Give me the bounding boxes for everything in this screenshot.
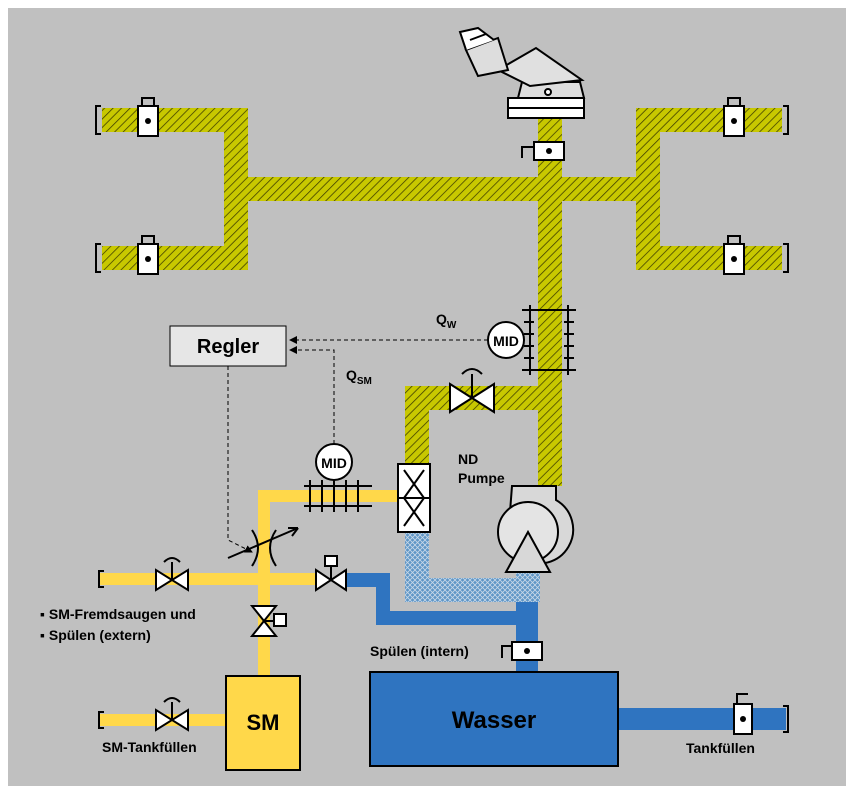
sm-external-label-line1: ▪ SM-Fremdsaugen und bbox=[40, 606, 196, 622]
gate-valve-icon bbox=[155, 697, 189, 732]
throttle-valve-icon bbox=[227, 527, 299, 567]
hose-coupling-icon bbox=[137, 97, 159, 137]
suction-line bbox=[405, 530, 540, 602]
hose-coupling-icon bbox=[137, 235, 159, 275]
flow-label-water: QW bbox=[436, 311, 457, 331]
controller-box: Regler bbox=[169, 325, 287, 367]
sm-tank-label: SM bbox=[247, 710, 280, 735]
hose-coupling-icon bbox=[733, 693, 753, 735]
control-valve-icon bbox=[315, 555, 347, 592]
sm-tank-fill-label: SM-Tankfüllen bbox=[102, 739, 197, 755]
gate-valve-icon bbox=[449, 368, 495, 414]
nd-pump-label-line2: Pumpe bbox=[458, 470, 505, 486]
controller-label: Regler bbox=[197, 336, 259, 358]
water-monitor-icon bbox=[458, 26, 586, 119]
tank-fill-label: Tankfüllen bbox=[686, 740, 755, 756]
sm-tank bbox=[225, 675, 301, 771]
hose-coupling-icon bbox=[723, 97, 745, 137]
flowmeter-water: MID bbox=[487, 305, 576, 375]
sm-pipe-network bbox=[100, 490, 400, 726]
mid-label-water: MID bbox=[493, 333, 519, 349]
gate-valve-icon bbox=[155, 557, 189, 592]
mid-label-sm: MID bbox=[321, 455, 347, 471]
water-tank bbox=[369, 671, 619, 767]
water-distribution-network bbox=[102, 108, 782, 486]
internal-flush-label: Spülen (intern) bbox=[370, 643, 469, 659]
flow-label-sm: QSM bbox=[346, 367, 372, 387]
hose-coupling-icon bbox=[521, 141, 565, 161]
nd-pump-label-line1: ND bbox=[458, 451, 478, 467]
hose-coupling-icon bbox=[501, 641, 543, 661]
hose-coupling-icon bbox=[723, 235, 745, 275]
pipe-end-brackets bbox=[95, 105, 789, 733]
water-tank-label: Wasser bbox=[452, 707, 537, 734]
control-valve-icon bbox=[249, 605, 287, 637]
signal-lines bbox=[227, 336, 488, 553]
centrifugal-pump-icon bbox=[497, 485, 575, 573]
inline-mixer-icon bbox=[397, 463, 431, 533]
sm-external-label-line2: ▪ Spülen (extern) bbox=[40, 627, 151, 643]
